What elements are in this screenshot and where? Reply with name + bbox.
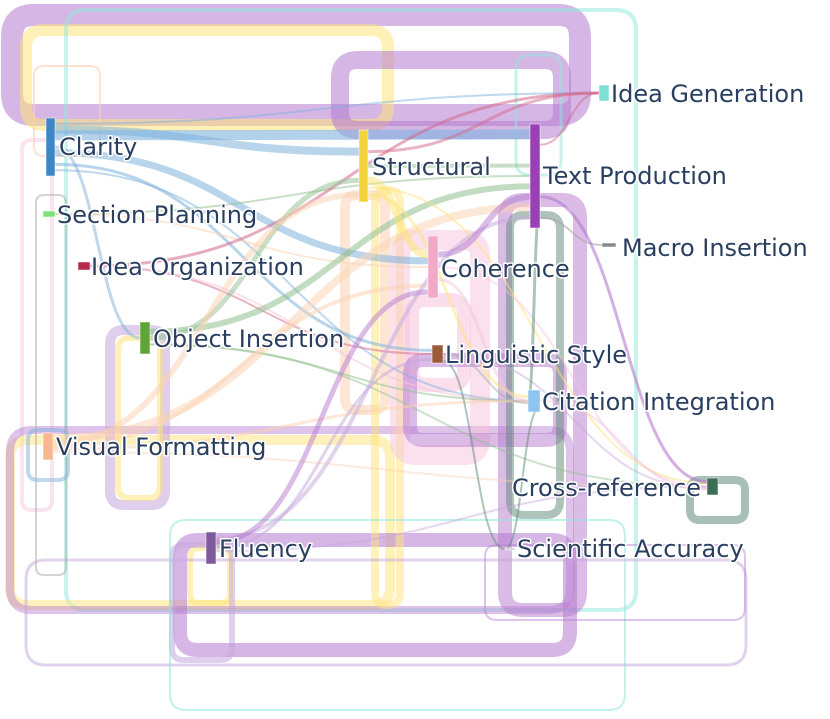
flow-labels: Idea Generation Clarity Structural Text … (55, 79, 810, 565)
flow-link-linguistic-style-to-scientific-accuracy (442, 360, 506, 550)
flow-link-structural-to-citation-integration (367, 193, 529, 399)
flow-loop-lavender-bottom (24, 558, 748, 667)
flow-link-section-planning-to-text-production (54, 175, 531, 215)
flow-link-clarity-to-citation-integration (54, 169, 529, 402)
flow-link-coherence-to-cross-reference (437, 266, 708, 488)
flow-nodes (42, 84, 719, 565)
flow-loop-teal-outer (64, 8, 638, 612)
flow-links (1, 4, 749, 711)
label-idea-generation: Idea Generation (611, 80, 804, 108)
label-section-planning: Section Planning (57, 201, 257, 229)
label-macro-insertion: Macro Insertion (622, 234, 808, 262)
flow-loop-scientific (484, 544, 746, 621)
flow-link-visual-formatting-to-text-production (52, 203, 531, 443)
flow-loop-teal-bottom (169, 519, 626, 711)
label-structural: Structural (372, 153, 491, 181)
node-macro-insertion (601, 242, 617, 248)
flow-link-fluency-to-coherence (215, 289, 429, 545)
flow-link-citation-integration-to-scientific-accuracy (504, 406, 541, 550)
node-visual-formatting (42, 432, 54, 461)
flow-link-visual-formatting-to-cross-reference (52, 450, 708, 488)
label-idea-organization: Idea Organization (91, 253, 304, 281)
flow-link-text-production-to-macro-insertion (539, 216, 603, 246)
node-cross-reference (706, 477, 719, 496)
flow-link-text-production-to-citation-integration (526, 205, 542, 403)
flow-link-clarity-to-object-insertion (54, 145, 141, 340)
node-coherence (427, 235, 439, 299)
label-coherence: Coherence (441, 255, 570, 283)
node-section-planning (42, 210, 56, 218)
flow-link-coherence-to-citation-integration (437, 277, 529, 403)
flow-loop-yellow-left-bottom (5, 435, 395, 610)
flow-link-linguistic-style-to-cross-reference (442, 353, 708, 490)
flow-link-structural-to-idea-generation (367, 91, 600, 154)
flow-loop-fluency-purple (173, 533, 577, 657)
flow-link-citation-integration-to-cross-reference (539, 400, 708, 491)
flow-link-object-insertion-to-cross-reference (149, 343, 708, 488)
label-fluency: Fluency (219, 535, 312, 563)
flow-link-object-insertion-to-text-production (149, 183, 531, 335)
node-text-production (529, 123, 541, 229)
label-text-production: Text Production (542, 162, 727, 190)
flow-loop-cross-reference (686, 476, 749, 524)
flow-loop-teal-right (514, 53, 563, 177)
flow-link-coherence-to-text-production (437, 193, 531, 258)
node-idea-generation (598, 84, 610, 102)
flow-link-clarity-to-structural (54, 125, 360, 156)
flow-link-fluency-to-linguistic-style (215, 357, 433, 550)
node-citation-integration (527, 389, 541, 413)
flow-link-visual-formatting-to-coherence (52, 283, 429, 449)
flow-link-visual-formatting-to-citation-integration (52, 399, 529, 451)
label-cross-reference: Cross-reference (512, 474, 701, 502)
flow-loop-coherence-inner (405, 293, 471, 392)
flow-link-fluency-to-cross-reference (215, 485, 708, 553)
label-linguistic-style: Linguistic Style (445, 341, 627, 369)
node-clarity (45, 117, 56, 177)
flow-link-structural-to-coherence (367, 176, 429, 259)
flow-link-visual-formatting-to-structural (52, 191, 360, 447)
node-scientific-accuracy (504, 547, 516, 551)
label-clarity: Clarity (59, 133, 137, 161)
flow-loop-structural-yellow-long (371, 186, 404, 609)
flow-loop-gray-left (35, 194, 67, 576)
flow-link-text-production-to-idea-generation (539, 92, 600, 146)
flow-loop-coherence (390, 230, 490, 465)
node-idea-organization (77, 261, 91, 271)
node-fluency (205, 531, 217, 565)
node-structural (358, 129, 369, 203)
label-visual-formatting: Visual Formatting (56, 433, 266, 461)
flow-link-linguistic-style-to-citation-integration (442, 353, 529, 405)
flow-link-clarity-to-idea-generation (54, 92, 600, 125)
label-citation-integration: Citation Integration (542, 388, 775, 416)
flow-loop-object-insertion-yellow (115, 335, 163, 501)
flow-link-text-production-to-cross-reference (539, 195, 708, 483)
label-scientific-accuracy: Scientific Accuracy (517, 535, 744, 563)
flow-loop-fluency-lavender (169, 542, 235, 663)
node-linguistic-style (431, 344, 444, 364)
label-object-insertion: Object Insertion (153, 325, 344, 353)
flow-link-idea-organization-to-citation-integration (89, 265, 529, 402)
flow-link-clarity-to-coherence (54, 149, 429, 265)
flow-link-object-insertion-to-structural (149, 177, 360, 341)
node-object-insertion (139, 321, 151, 355)
